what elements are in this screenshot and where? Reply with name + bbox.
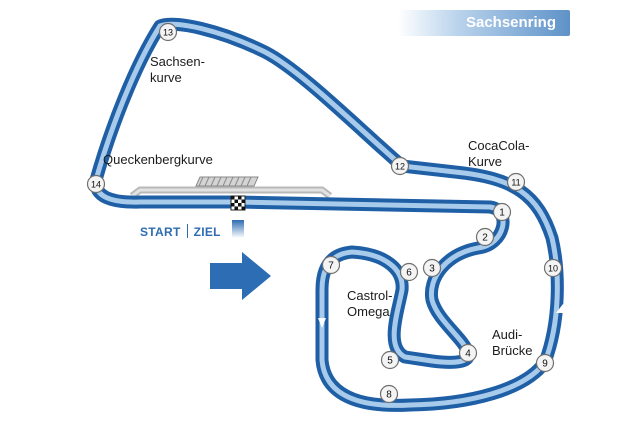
- turn-marker-8: 8: [379, 384, 399, 404]
- race-track: [89, 17, 564, 412]
- turn-marker-12: 12: [390, 156, 410, 176]
- turn-marker-10: 10: [543, 258, 563, 278]
- direction-arrow-up-icon: [296, 102, 305, 110]
- turn-marker-3: 3: [422, 258, 442, 278]
- turn-marker-1: 1: [492, 202, 512, 222]
- turn-marker-11: 11: [506, 172, 526, 192]
- pit-lane: [129, 186, 333, 199]
- turn-number: 7: [328, 261, 334, 272]
- turn-number: 3: [429, 264, 435, 275]
- turn-marker-circle: [535, 353, 555, 373]
- direction-arrow-down-icon: [318, 318, 326, 328]
- turn-marker-2: 2: [475, 227, 495, 247]
- turn-marker-circle: [380, 350, 400, 370]
- start-separator: [186, 224, 188, 238]
- label-cocacola-kurve: CocaCola- Kurve: [468, 138, 530, 169]
- turn-marker-4: 4: [458, 343, 478, 363]
- turn-number: 13: [163, 28, 173, 38]
- turn-marker-circle: [506, 172, 526, 192]
- turn-marker-14: 14: [86, 174, 106, 194]
- turn-number: 4: [465, 349, 471, 360]
- turn-marker-circle: [86, 174, 106, 194]
- turn-marker-9: 9: [535, 353, 555, 373]
- turn-marker-circle: [458, 343, 478, 363]
- turn-number: 6: [406, 268, 412, 279]
- turn-marker-circle: [158, 22, 178, 42]
- turn-marker-circle: [422, 258, 442, 278]
- turn-number: 12: [395, 162, 405, 172]
- turn-number: 10: [548, 264, 558, 274]
- turn-number: 9: [542, 359, 548, 370]
- turn-number: 11: [511, 178, 520, 188]
- direction-arrow-down-icon: [97, 114, 105, 124]
- turn-marker-circle: [543, 258, 563, 278]
- finish-marker: [232, 220, 244, 238]
- grandstand: [195, 176, 259, 187]
- turn-marker-circle: [492, 202, 512, 222]
- finish-label: ZIEL: [193, 225, 221, 239]
- turn-marker-circle: [379, 384, 399, 404]
- direction-arrow-up-icon: [556, 304, 570, 313]
- turn-marker-circle: [399, 262, 419, 282]
- turn-number: 8: [386, 390, 392, 401]
- turn-number: 1: [499, 208, 505, 219]
- checkered-flag-icon: [230, 195, 246, 211]
- label-audi-bruecke: Audi- Brücke: [492, 327, 533, 358]
- start-label: START: [140, 225, 181, 239]
- turn-number: 5: [387, 356, 393, 367]
- direction-arrow-right-icon: [210, 252, 271, 300]
- page-title: Sachsenring: [465, 14, 556, 31]
- label-queckenbergkurve: Queckenbergkurve: [103, 152, 213, 167]
- start-finish-label: START ZIEL: [140, 224, 221, 239]
- turn-marker-circle: [390, 156, 410, 176]
- turn-number: 14: [91, 180, 101, 190]
- label-castrol-omega: Castrol- Omega: [347, 288, 393, 319]
- title-badge: Sachsenring: [398, 10, 570, 36]
- direction-arrows: [97, 102, 570, 328]
- turn-marker-7: 7: [321, 255, 341, 275]
- turn-marker-circle: [475, 227, 495, 247]
- turn-marker-circle: [321, 255, 341, 275]
- turn-marker-5: 5: [380, 350, 400, 370]
- turn-number: 2: [482, 233, 488, 244]
- label-sachsenkurve: Sachsen- kurve: [150, 54, 205, 85]
- turn-marker-13: 13: [158, 22, 178, 42]
- turn-marker-6: 6: [399, 262, 419, 282]
